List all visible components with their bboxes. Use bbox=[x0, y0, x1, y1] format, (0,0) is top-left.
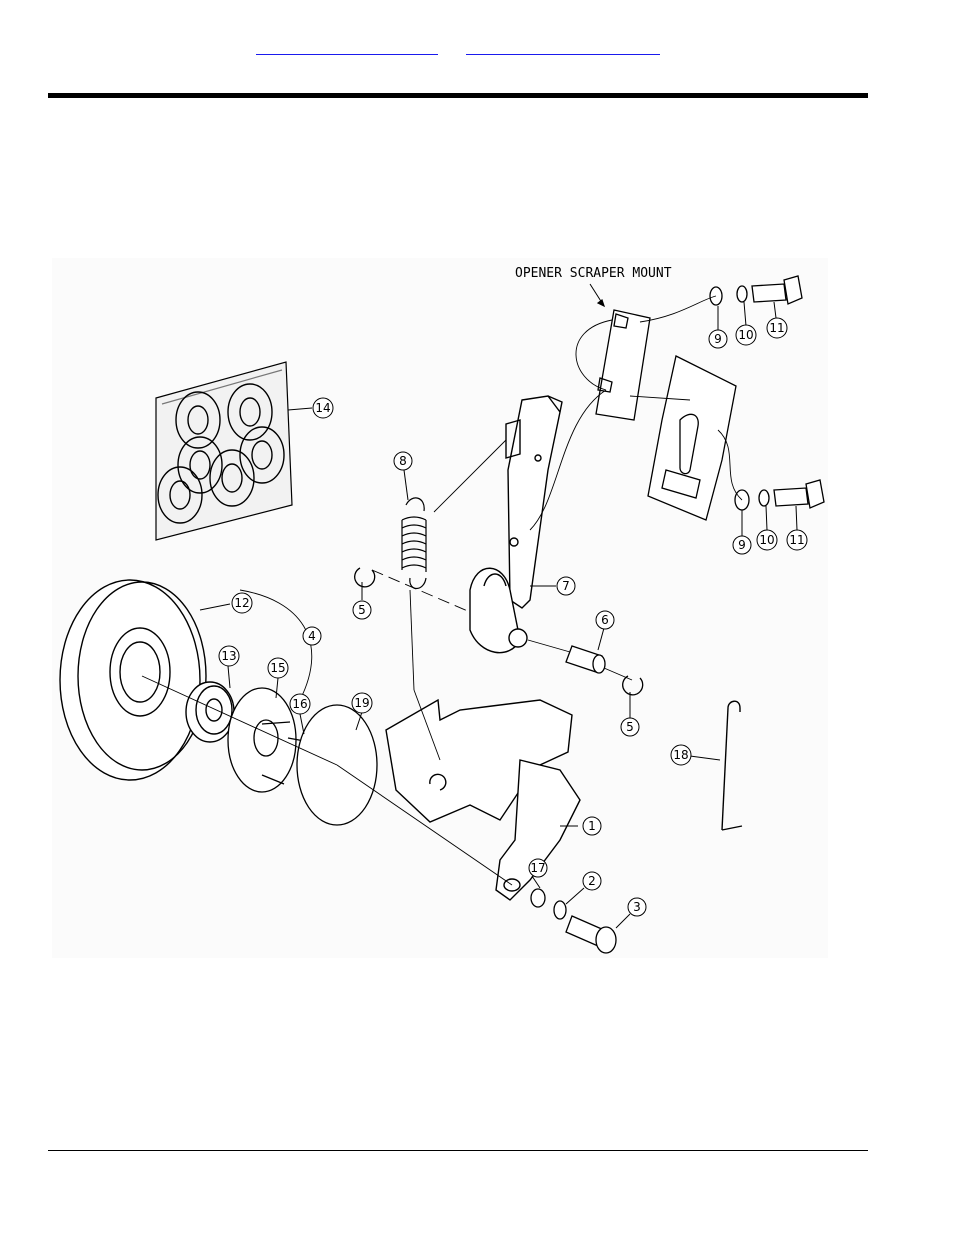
callouts: 1 2 3 4 5 5 6 7 8 9 9 10 10 bbox=[199, 301, 808, 929]
callout-4: 4 bbox=[308, 629, 316, 643]
hub-plate bbox=[227, 687, 311, 793]
callout-5b: 5 bbox=[626, 720, 634, 734]
return-spring bbox=[401, 497, 427, 590]
callout-18: 18 bbox=[673, 748, 688, 762]
footer-rule bbox=[48, 1150, 868, 1151]
lower-fasteners bbox=[734, 479, 825, 511]
header-rule bbox=[48, 93, 868, 98]
opener-arm bbox=[385, 698, 581, 901]
callout-1: 1 bbox=[588, 819, 596, 833]
callout-7: 7 bbox=[562, 579, 570, 593]
callout-11a: 11 bbox=[769, 321, 784, 335]
nav-link-2[interactable] bbox=[466, 42, 660, 55]
callout-11b: 11 bbox=[789, 533, 804, 547]
callout-12: 12 bbox=[234, 596, 249, 610]
callout-10b: 10 bbox=[759, 533, 774, 547]
scraper-rod bbox=[721, 700, 743, 831]
gauge-wheel bbox=[59, 579, 207, 781]
callout-5a: 5 bbox=[358, 603, 366, 617]
callout-19: 19 bbox=[354, 696, 369, 710]
snap-rings bbox=[354, 567, 644, 696]
assembly-lines bbox=[141, 295, 743, 886]
bearing-bag bbox=[155, 361, 293, 541]
callout-8: 8 bbox=[399, 454, 407, 468]
callout-16: 16 bbox=[292, 697, 307, 711]
bottom-fasteners bbox=[530, 888, 617, 954]
scraper-arm bbox=[469, 395, 563, 654]
mount-plates bbox=[595, 309, 737, 521]
nav-link-1[interactable] bbox=[256, 42, 438, 55]
wheel-bearing bbox=[185, 681, 235, 743]
callout-9b: 9 bbox=[738, 538, 746, 552]
callout-2: 2 bbox=[588, 874, 596, 888]
callout-3: 3 bbox=[633, 900, 641, 914]
callout-10a: 10 bbox=[738, 328, 753, 342]
callout-15: 15 bbox=[270, 661, 285, 675]
callout-13: 13 bbox=[221, 649, 236, 663]
callout-6: 6 bbox=[601, 613, 609, 627]
callout-17: 17 bbox=[530, 861, 545, 875]
bushing bbox=[565, 645, 606, 674]
upper-fasteners bbox=[709, 275, 803, 306]
callout-14: 14 bbox=[315, 401, 330, 415]
opener-scraper-mount-label: OPENER SCRAPER MOUNT bbox=[515, 266, 672, 281]
callout-9a: 9 bbox=[714, 332, 722, 346]
